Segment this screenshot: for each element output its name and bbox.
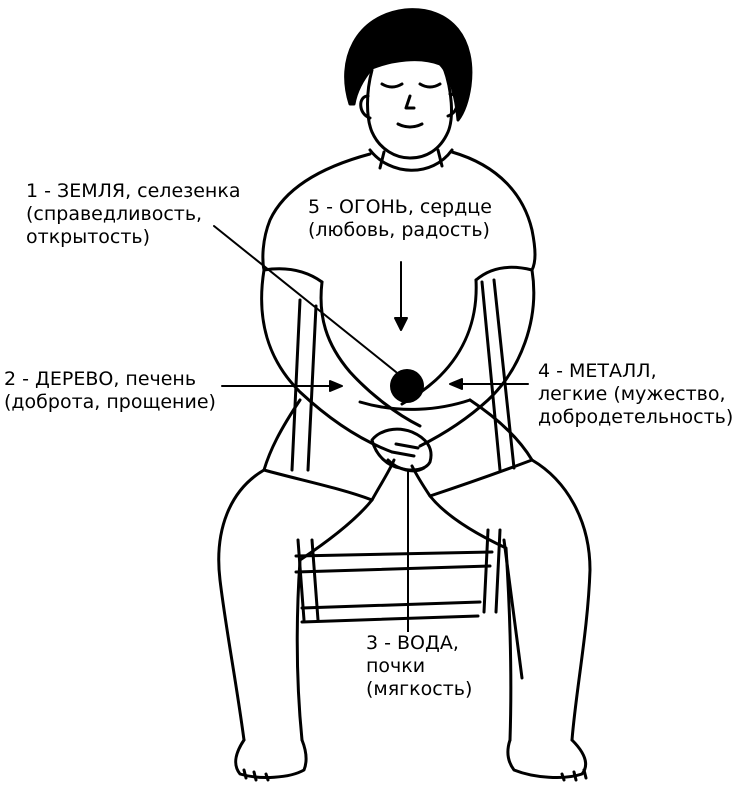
earth-pointer-line <box>214 226 396 372</box>
left-foot <box>236 740 307 777</box>
label-fire: 5 - ОГОНЬ, сердце (любовь, радость) <box>308 196 492 242</box>
label-fire-line2: (любовь, радость) <box>308 219 492 242</box>
chair-left-back-post-inner <box>308 306 316 470</box>
label-water: 3 - ВОДА, почки (мягкость) <box>364 632 474 701</box>
fire-pointer-arrowhead <box>395 318 407 330</box>
face-outline <box>368 68 452 158</box>
label-wood-line1: 2 - ДЕРЕВО, печень <box>4 368 216 391</box>
label-metal-line3: добродетельность) <box>538 406 733 429</box>
left-thigh-and-shin <box>219 470 264 740</box>
chair-crossbar-upper <box>296 552 492 572</box>
label-wood: 2 - ДЕРЕВО, печень (доброта, прощение) <box>4 368 216 414</box>
label-water-line2: почки <box>366 655 472 678</box>
label-earth-line3: открытость) <box>26 226 240 249</box>
label-water-line3: (мягкость) <box>366 678 472 701</box>
metal-pointer-arrowhead <box>450 379 462 389</box>
label-earth-line2: (справедливость, <box>26 203 240 226</box>
label-metal: 4 - МЕТАЛЛ, легкие (мужество, добродетел… <box>538 360 733 429</box>
label-metal-line2: легкие (мужество, <box>538 383 733 406</box>
right-thigh-and-shin <box>532 460 590 740</box>
label-water-line1: 3 - ВОДА, <box>366 632 472 655</box>
mouth <box>398 124 422 127</box>
closed-eye-right <box>420 84 440 87</box>
label-fire-line1: 5 - ОГОНЬ, сердце <box>308 196 492 219</box>
nose <box>406 96 414 108</box>
left-arm <box>262 270 392 452</box>
closed-eye-left <box>382 84 402 87</box>
hands <box>372 429 431 471</box>
head <box>346 10 471 158</box>
hand-left <box>372 429 431 470</box>
waistband <box>360 400 470 409</box>
label-earth-line1: 1 - ЗЕМЛЯ, селезенка <box>26 180 240 203</box>
chair-crossbar-lower <box>302 602 480 622</box>
legs <box>219 400 590 780</box>
label-earth: 1 - ЗЕМЛЯ, селезенка (справедливость, от… <box>26 180 240 249</box>
center-point <box>390 369 424 403</box>
wood-pointer-arrowhead <box>330 381 342 391</box>
label-wood-line2: (доброта, прощение) <box>4 391 216 414</box>
label-metal-line1: 4 - МЕТАЛЛ, <box>538 360 733 383</box>
